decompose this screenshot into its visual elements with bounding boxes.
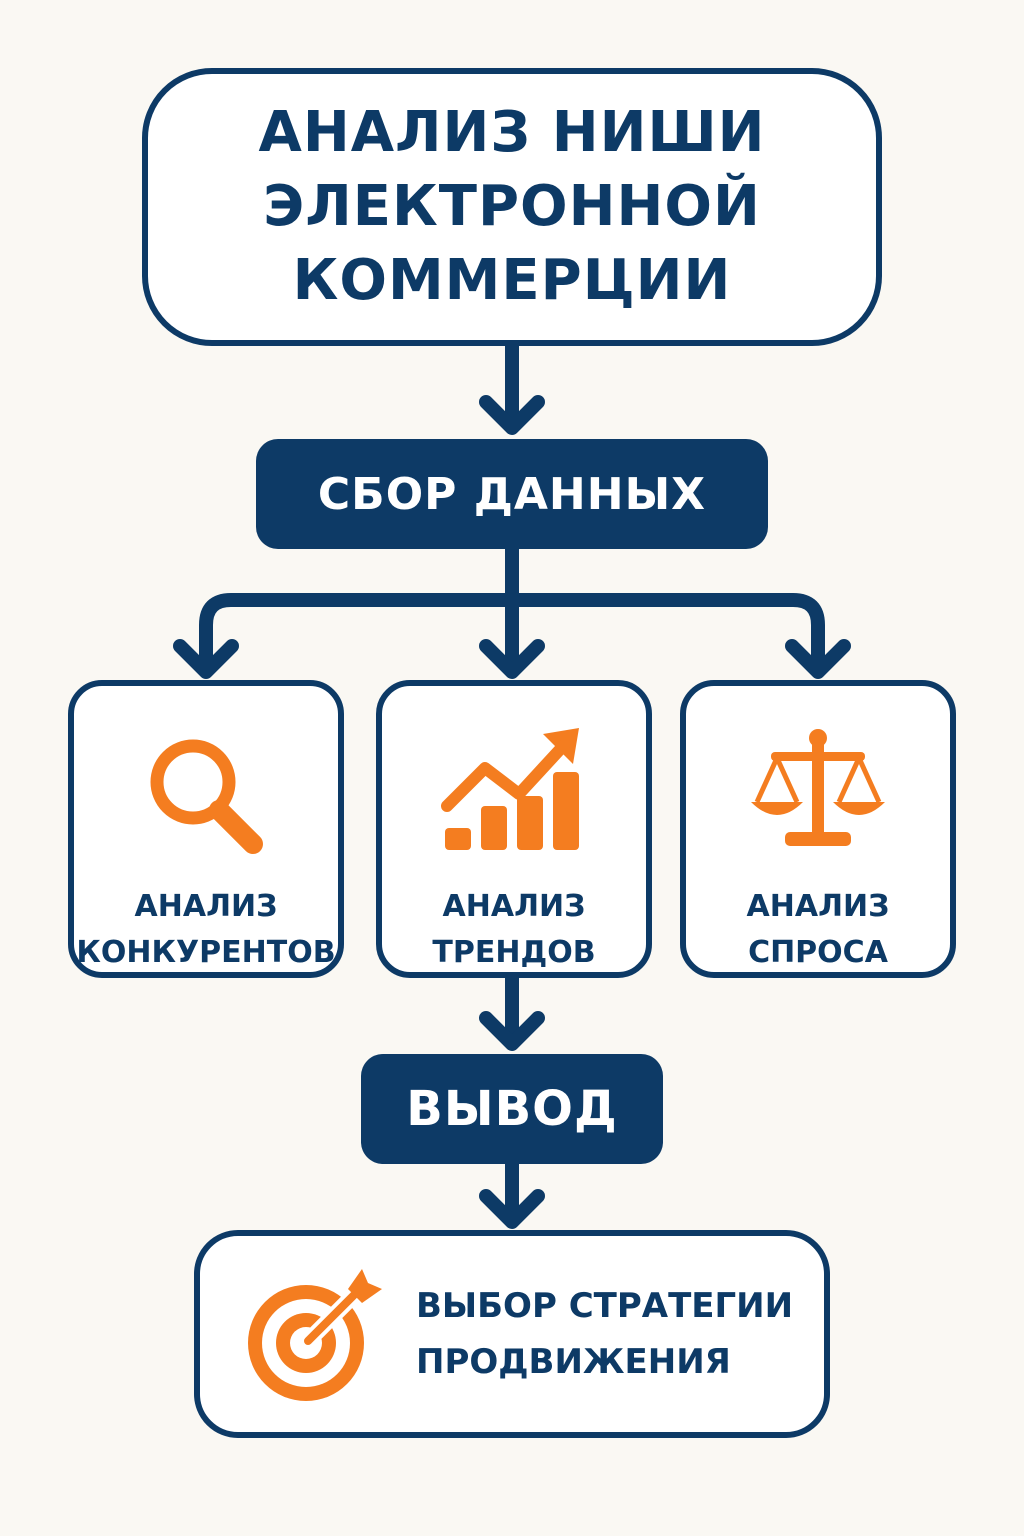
card-label-line: Анализ (134, 889, 278, 924)
collect-data-step: Сбор данных (256, 439, 768, 549)
strategy-box: Выбор стратегии продвижения (194, 1230, 830, 1438)
arrowhead-collect (479, 395, 545, 435)
arrowhead-trends (479, 639, 545, 679)
target-icon (238, 1259, 388, 1409)
arrowhead-competitors (173, 639, 239, 679)
magnifier-icon (131, 724, 281, 854)
arrowhead-strategy (479, 1189, 545, 1229)
card-label-line: трендов (432, 935, 596, 970)
strategy-label-line: продвижения (416, 1342, 731, 1382)
title-box: Анализ ниши электронной коммерции (142, 68, 882, 346)
title-line: Анализ ниши (258, 100, 766, 165)
card-label-line: Анализ (746, 889, 890, 924)
scales-icon (743, 724, 893, 854)
card-competitor-analysis: Анализ конкурентов (68, 680, 344, 978)
card-label-line: конкурентов (76, 935, 336, 970)
arrowhead-conclusion (479, 1011, 545, 1051)
card-trend-analysis: Анализ трендов (376, 680, 652, 978)
arrowhead-demand (785, 639, 851, 679)
growth-chart-icon (439, 724, 589, 854)
card-label-line: Анализ (442, 889, 586, 924)
card-demand-analysis: Анализ спроса (680, 680, 956, 978)
title-line: электронной (263, 174, 761, 239)
title-line: коммерции (292, 248, 732, 313)
card-label-line: спроса (748, 935, 888, 970)
conclusion-step: Вывод (361, 1054, 663, 1164)
strategy-label-line: Выбор стратегии (416, 1286, 794, 1326)
